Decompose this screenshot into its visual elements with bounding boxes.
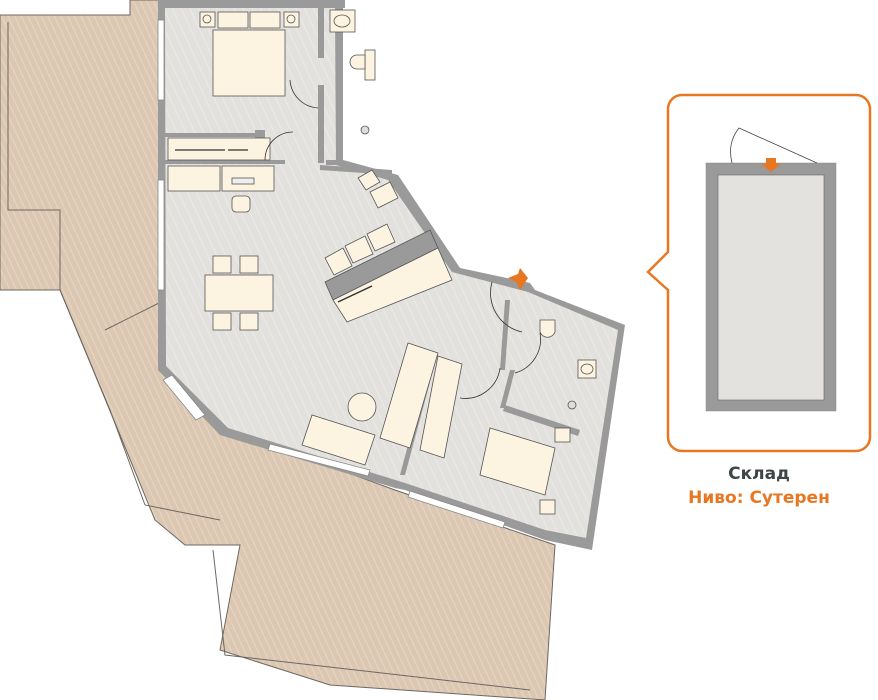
bathroom-2 — [539, 319, 597, 410]
shower-icon — [360, 125, 370, 135]
desk — [167, 165, 275, 213]
chair-icon — [231, 195, 251, 213]
storage-level: Ниво: Сутерен — [688, 488, 830, 508]
toilet-icon — [349, 54, 366, 70]
terrace — [0, 0, 556, 700]
bed-icon — [212, 29, 286, 97]
doors — [264, 79, 541, 399]
sink-icon — [580, 363, 594, 375]
living-area — [301, 342, 463, 466]
toilet-icon — [539, 319, 556, 338]
windows — [157, 19, 506, 529]
storage-label: Склад Ниво: Сутерен — [640, 462, 878, 510]
sofa-icon — [301, 414, 376, 466]
bedroom-1 — [199, 11, 300, 97]
bathroom-1 — [329, 9, 376, 135]
stove-icon — [324, 247, 353, 276]
storage-title: Склад — [728, 464, 790, 484]
entrance-arrow-icon — [508, 268, 528, 290]
bed-icon — [479, 427, 556, 496]
dining-table-icon — [204, 255, 274, 331]
sink-icon — [333, 14, 351, 28]
entrance-arrow-icon — [761, 158, 781, 172]
storage-callout — [646, 93, 872, 453]
wardrobe — [167, 137, 271, 161]
wardrobe-icon — [419, 355, 463, 459]
bedroom-2 — [479, 427, 571, 515]
shower-icon — [567, 400, 577, 410]
table-icon — [347, 392, 377, 422]
kitchen — [324, 169, 453, 323]
